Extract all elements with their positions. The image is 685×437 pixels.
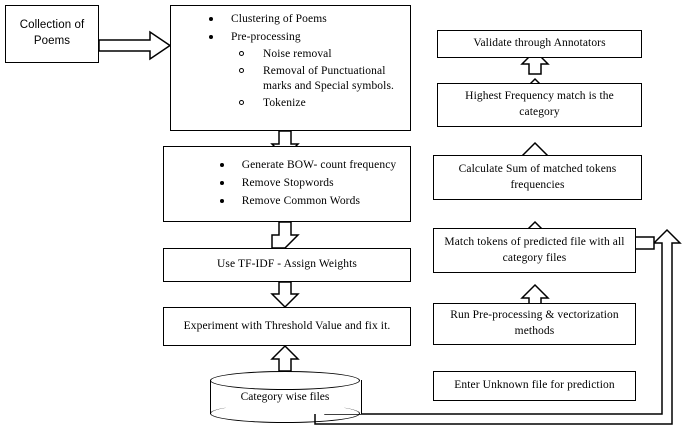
node-validate-annotators[interactable]: Validate through Annotators [437, 30, 642, 58]
remove-common-words-label: Remove Common Words [241, 194, 361, 207]
list-item-preprocessing: Pre-processing Noise removal Removal of … [209, 30, 406, 111]
cylinder-top [210, 371, 360, 390]
clustering-label: Clustering of Poems [231, 13, 327, 25]
collection-line-2: Poems [33, 35, 71, 47]
enter-unknown-label: Enter Unknown file for prediction [454, 379, 615, 392]
list-item-clustering: Clustering of Poems [209, 12, 406, 27]
collection-line-1: Collection of [19, 19, 85, 32]
node-highest-frequency[interactable]: Highest Frequency match is the category [437, 83, 642, 127]
remove-stopwords-label: Remove Stopwords [241, 177, 334, 190]
list-item-generate-bow: Generate BOW- count frequency [219, 158, 397, 173]
arrow-tfidf-to-threshold [270, 281, 300, 309]
removal-punctuation-label: Removal of Punctuational marks and Speci… [263, 64, 394, 92]
arrow-collection-to-clustering [98, 30, 172, 61]
node-category-wise-files[interactable]: Category wise files [210, 371, 362, 423]
node-run-preprocessing[interactable]: Run Pre-processing & vectorization metho… [433, 303, 636, 345]
category-files-label: Category wise files [240, 391, 330, 403]
noise-removal-label: Noise removal [263, 47, 332, 60]
list-item-remove-common-words: Remove Common Words [219, 194, 397, 209]
threshold-label: Experiment with Threshold Value and fix … [183, 319, 391, 332]
node-enter-unknown-file[interactable]: Enter Unknown file for prediction [433, 371, 636, 401]
calculate-sum-label: Calculate Sum of matched tokens frequenc… [458, 162, 617, 191]
node-clustering-preprocessing[interactable]: Clustering of Poems Pre-processing Noise… [170, 5, 411, 131]
arrow-bow-to-tfidf [271, 221, 300, 249]
list-item-removal-punctuation: Removal of Punctuational marks and Speci… [239, 64, 406, 94]
tfidf-label: Use TF-IDF - Assign Weights [217, 258, 357, 271]
list-item-noise-removal: Noise removal [239, 47, 406, 62]
highest-frequency-label: Highest Frequency match is the category [465, 90, 614, 118]
generate-bow-label: Generate BOW- count frequency [241, 159, 397, 172]
arrow-categoryfiles-to-threshold [270, 344, 300, 372]
node-collection-of-poems[interactable]: Collection of Poems [5, 5, 99, 63]
cylinder-bottom [210, 404, 360, 423]
match-tokens-label: Match tokens of predicted file with all … [444, 235, 625, 264]
run-preprocessing-label: Run Pre-processing & vectorization metho… [450, 309, 619, 337]
node-bow[interactable]: Generate BOW- count frequency Remove Sto… [163, 146, 411, 222]
node-threshold[interactable]: Experiment with Threshold Value and fix … [163, 307, 411, 346]
preprocessing-label: Pre-processing [231, 30, 301, 43]
list-item-remove-stopwords: Remove Stopwords [219, 176, 397, 191]
tokenize-label: Tokenize [263, 96, 306, 109]
node-match-tokens[interactable]: Match tokens of predicted file with all … [433, 228, 636, 273]
validate-label: Validate through Annotators [473, 37, 606, 50]
node-tfidf[interactable]: Use TF-IDF - Assign Weights [163, 248, 411, 282]
arrow-highest-to-validate [520, 49, 550, 75]
node-calculate-sum[interactable]: Calculate Sum of matched tokens frequenc… [433, 155, 642, 200]
list-item-tokenize: Tokenize [239, 96, 406, 111]
